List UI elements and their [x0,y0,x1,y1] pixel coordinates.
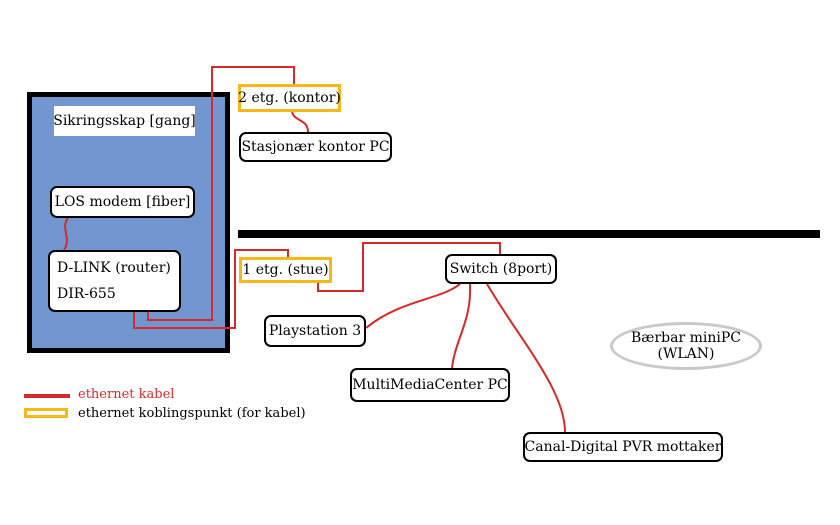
multimedia-center-pc: MultiMediaCenter PC [350,368,510,402]
router: D-LINK (router) DIR-655 [48,250,181,312]
cable-switch-to-pvr [486,283,566,433]
cable-floor1-to-switch [317,242,501,292]
cable-router-to-floor2 [147,66,295,321]
los-modem: LOS modem [fiber] [50,186,195,218]
floor-divider [238,230,820,238]
cable-floor2-to-office-pc [291,109,309,133]
legend-cable-label: ethernet kabel [78,387,175,402]
laptop-name: Bærbar miniPC [631,330,741,346]
router-model: DIR-655 [57,286,116,302]
network-switch: Switch (8port) [445,254,557,284]
router-name: D-LINK (router) [57,260,171,276]
cable-switch-to-playstation [365,283,461,329]
pvr-receiver: Canal-Digital PVR mottaker [523,432,723,462]
floor1-connection-point: 1 etg. (stue) [239,257,332,283]
floor2-connection-point: 2 etg. (kontor) [238,84,341,112]
playstation-3: Playstation 3 [264,315,366,347]
laptop-connection: (WLAN) [657,346,715,362]
fuse-cabinet-label: Sikringsskap [gang] [53,106,196,136]
legend-cable-swatch [24,394,70,398]
legend-point-label: ethernet koblingspunkt (for kabel) [78,406,306,421]
laptop-wlan: Bærbar miniPC (WLAN) [610,322,762,370]
office-pc: Stasjonær kontor PC [239,132,392,162]
cable-modem-to-router [63,217,69,251]
legend-point-swatch [24,408,68,418]
cable-router-to-floor1 [133,249,289,329]
cable-switch-to-mediacenter [451,283,472,369]
